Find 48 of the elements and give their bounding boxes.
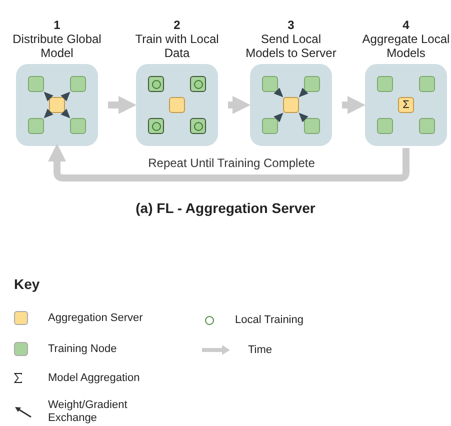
step-title: Distribute Global Model	[12, 32, 102, 60]
training-node-square	[419, 76, 435, 92]
exchange-arrow	[44, 92, 54, 102]
training-node-square	[28, 118, 44, 134]
legend-title: Key	[14, 275, 40, 294]
training-node-square	[70, 76, 86, 92]
exchange-arrow	[60, 92, 70, 102]
training-node-square	[377, 76, 393, 92]
training-node-square	[419, 118, 435, 134]
training-node-square	[190, 76, 206, 92]
exchange-arrow	[298, 88, 308, 98]
exchange-arrow	[44, 108, 54, 118]
server-square	[169, 97, 185, 113]
training-node-square	[148, 76, 164, 92]
legend-text: Model Aggregation	[48, 372, 140, 384]
training-node-square	[304, 76, 320, 92]
step-title: Aggregate Local Models	[361, 32, 451, 60]
training-node-square	[70, 118, 86, 134]
exchange-arrow	[298, 112, 308, 122]
legend-text: Local Training	[235, 314, 304, 326]
process-arrow	[342, 96, 366, 114]
legend-text: Aggregation Server	[48, 312, 143, 324]
server-square	[283, 97, 299, 113]
training-node-square	[262, 76, 278, 92]
legend-text: Weight/Gradient Exchange	[48, 399, 128, 425]
exchange-arrow	[274, 88, 284, 98]
step-number: 3	[288, 18, 294, 32]
step-number: 2	[174, 18, 180, 32]
legend-text: Training Node	[48, 342, 117, 356]
training-node-square	[190, 118, 206, 134]
training-node-square	[148, 118, 164, 134]
exchange-arrow	[60, 108, 70, 118]
step-number: 1	[54, 18, 60, 32]
caption: (a) FL - Aggregation Server	[134, 199, 316, 218]
process-arrow	[228, 96, 251, 114]
edge-label: Repeat Until Training Complete	[148, 156, 315, 170]
legend-text: Time	[248, 344, 272, 356]
training-node-square	[377, 118, 393, 134]
exchange-arrow	[274, 112, 284, 122]
training-node-square	[262, 118, 278, 134]
server-square	[49, 97, 65, 113]
step-title: Send Local Models to Server	[244, 32, 338, 60]
training-node-square	[28, 76, 44, 92]
aggregation-box: Σ	[398, 97, 414, 113]
step-number: 4	[402, 18, 410, 32]
process-arrow	[108, 96, 137, 114]
training-node-square	[304, 118, 320, 134]
step-title: Train with Local Data	[134, 32, 220, 60]
